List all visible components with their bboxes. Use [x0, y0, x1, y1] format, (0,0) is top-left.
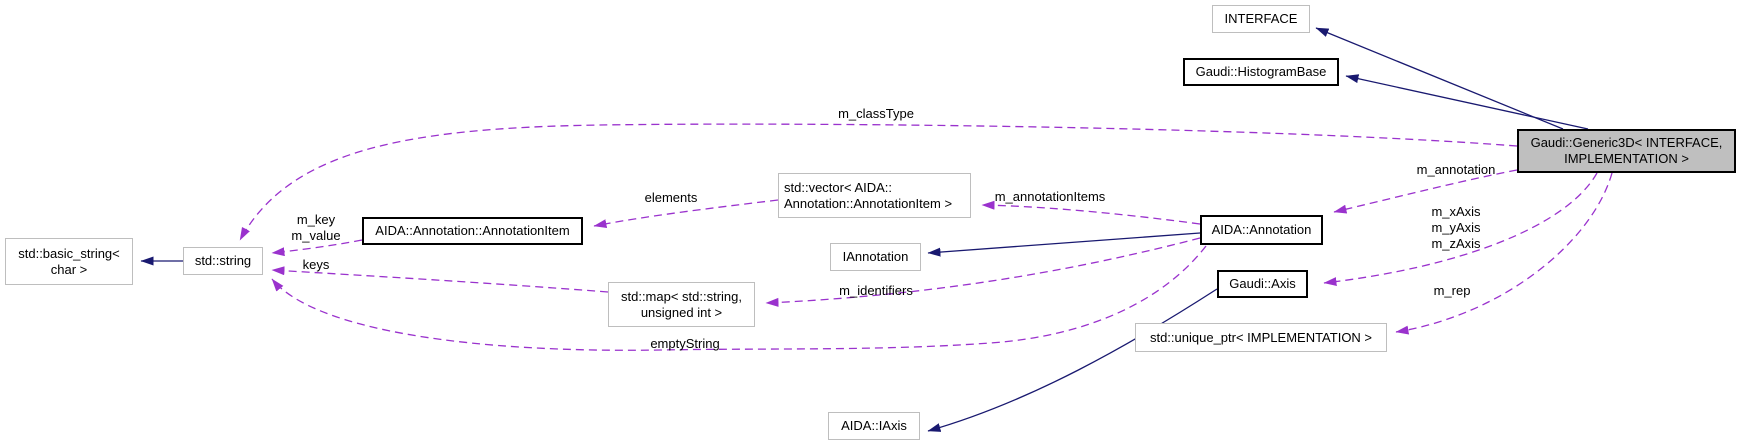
node-label-line: unsigned int > — [640, 304, 723, 320]
node-std-vector-annotationitem: std::vector< AIDA:: Annotation::Annotati… — [778, 173, 971, 218]
usage-edge-m-annotation — [1333, 169, 1518, 214]
usage-edge-emptystring — [271, 245, 1207, 351]
edge-label-keys: keys — [302, 257, 330, 272]
edge-label-m-axes: m_xAxis m_yAxis m_zAxis — [1431, 204, 1481, 251]
usage-edge-elements — [593, 199, 779, 229]
usage-edge-m-identifiers — [765, 237, 1201, 307]
node-label-line: char > — [50, 261, 88, 277]
node-gaudi-generic3d: Gaudi::Generic3D< INTERFACE, IMPLEMENTAT… — [1517, 129, 1736, 173]
node-label: AIDA::Annotation — [1211, 222, 1312, 237]
inheritance-edge-axis-to-iaxis — [927, 288, 1218, 432]
edge-label-emptystring: emptyString — [650, 336, 720, 351]
node-label: std::string — [194, 253, 252, 268]
edge-label-m-identifiers: m_identifiers — [839, 283, 913, 298]
usage-edge-m-axes — [1323, 172, 1598, 287]
usage-edge-m-key-value — [271, 239, 363, 257]
edge-label-m-classtype: m_classType — [838, 106, 914, 121]
node-label: Gaudi::HistogramBase — [1195, 64, 1327, 79]
usage-edge-m-rep — [1395, 172, 1613, 335]
node-std-unique-ptr: std::unique_ptr< IMPLEMENTATION > — [1135, 323, 1387, 352]
node-label: Gaudi::Axis — [1229, 276, 1296, 291]
inheritance-edge-generic3d-to-histogrambase — [1345, 74, 1589, 130]
inheritance-edge-annotation-to-iannotation — [927, 232, 1201, 257]
edge-label-m-rep: m_rep — [1433, 283, 1471, 298]
node-label-line: Gaudi::Generic3D< INTERFACE, — [1530, 135, 1723, 150]
node-aida-iaxis: AIDA::IAxis — [828, 412, 920, 440]
edge-label-m-annotation: m_annotation — [1416, 162, 1496, 177]
node-label: IAnnotation — [842, 249, 909, 264]
usage-edge-m-annotationitems — [981, 200, 1201, 225]
edge-label-m-key-value: m_key m_value — [291, 212, 341, 243]
node-aida-annotation-annotationitem[interactable]: AIDA::Annotation::AnnotationItem — [362, 217, 583, 245]
node-label: AIDA::Annotation::AnnotationItem — [375, 223, 570, 238]
node-label: std::unique_ptr< IMPLEMENTATION > — [1149, 329, 1373, 345]
node-std-string: std::string — [183, 247, 263, 275]
node-gaudi-axis[interactable]: Gaudi::Axis — [1217, 270, 1308, 298]
node-label-line: Annotation::AnnotationItem > — [784, 195, 953, 211]
inheritance-edge-generic3d-to-interface — [1315, 27, 1564, 130]
edge-label-m-annotationitems: m_annotationItems — [994, 189, 1106, 204]
node-aida-annotation[interactable]: AIDA::Annotation — [1200, 215, 1323, 245]
node-label-line: std::map< std::string, — [620, 288, 743, 304]
node-gaudi-histogrambase[interactable]: Gaudi::HistogramBase — [1183, 58, 1339, 86]
node-std-basic-string: std::basic_string< char > — [5, 238, 133, 285]
node-label: INTERFACE — [1224, 11, 1298, 26]
node-label-line: IMPLEMENTATION > — [1564, 151, 1689, 166]
usage-edge-m-classtype — [239, 123, 1518, 241]
usage-edge-keys — [271, 266, 609, 293]
node-iannotation: IAnnotation — [830, 243, 921, 271]
node-label-line: std::vector< AIDA:: — [784, 179, 893, 195]
edge-label-elements: elements — [644, 190, 698, 205]
node-interface: INTERFACE — [1212, 5, 1310, 33]
node-std-map: std::map< std::string, unsigned int > — [608, 282, 755, 327]
node-label: AIDA::IAxis — [841, 418, 907, 433]
node-label-line: std::basic_string< — [18, 245, 120, 261]
